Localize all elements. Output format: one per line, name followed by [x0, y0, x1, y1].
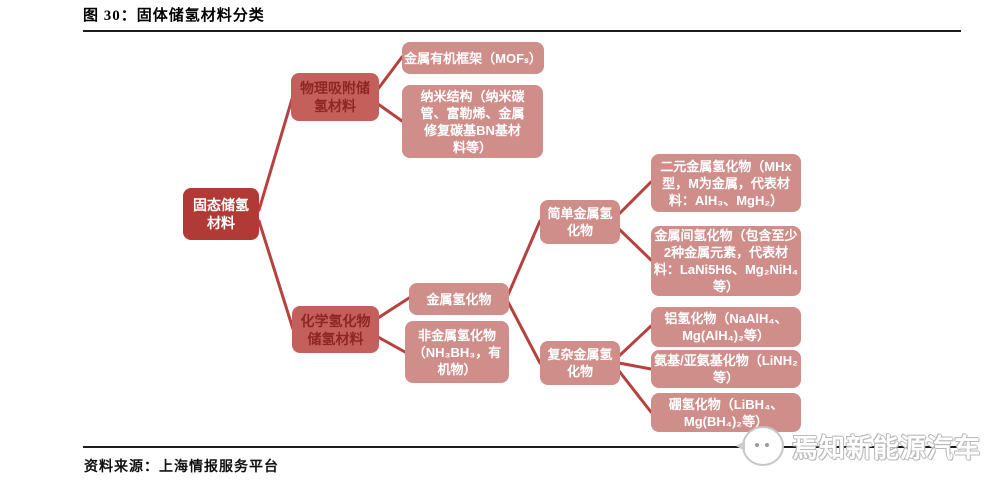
- watermark-text: 焉知新能源汽车: [792, 432, 982, 463]
- connector-root-chemical: [257, 219, 295, 331]
- connector-metal-complex: [506, 300, 542, 365]
- node-complex-metal-hydride: 复杂金属氢化物: [540, 341, 620, 385]
- connector-complex-alanate: [617, 324, 653, 358]
- node-nanostructure: 纳米结构（纳米碳管、富勒烯、金属修复碳基BN基材料等）: [402, 85, 543, 158]
- connector-root-physical: [257, 97, 294, 212]
- mascot-beak: [736, 441, 745, 451]
- node-binary-metal-hydride: 二元金属氢化物（MHx型，M为金属，代表材料：AlH₃、MgH₂）: [651, 154, 801, 212]
- node-solid-hydrogen-storage-root: 固态储氢材料: [183, 188, 259, 240]
- node-intermetallic-hydride: 金属间氢化物（包含至少2种金属元素，代表材料：LaNi5H6、Mg₂NiH₄等）: [651, 226, 801, 296]
- figure-title: 图 30：固体储氢材料分类: [83, 8, 265, 24]
- node-mof: 金属有机框架（MOFₛ）: [402, 42, 544, 74]
- connector-complex-amide: [617, 361, 653, 371]
- node-amide-imide: 氨基/亚氨基化物（LiNH₂等）: [651, 350, 801, 388]
- footer-divider: [83, 446, 961, 448]
- mascot-left-eye: [755, 443, 759, 447]
- source-note: 资料来源：上海情报服务平台: [84, 458, 279, 474]
- node-chemical-hydride: 化学氢化物储氢材料: [292, 306, 379, 353]
- watermark-logo: 焉知新能源汽车: [736, 426, 982, 466]
- connector-metal-simple: [506, 219, 542, 297]
- connector-simple-binary: [617, 180, 653, 216]
- connector-chemical-nonmetal: [376, 335, 407, 354]
- connector-chemical-metal: [376, 296, 411, 320]
- node-physical-adsorption: 物理吸附储氢材料: [291, 73, 379, 121]
- connector-simple-intermetallic: [617, 227, 653, 262]
- connector-complex-borohydride: [617, 369, 653, 414]
- node-nonmetal-hydride: 非金属氢化物（NH₃BH₃，有机物）: [405, 321, 509, 383]
- node-metal-hydride: 金属氢化物: [409, 283, 509, 315]
- node-borohydride: 硼氢化物（LiBH₄、Mg(BH₄)₂等）: [651, 393, 801, 432]
- connector-physical-mof: [376, 55, 404, 91]
- watermark-mascot-icon: [736, 426, 784, 466]
- node-alanate: 铝氢化物（NaAlH₄、Mg(AlH₄)₂等）: [651, 307, 801, 347]
- node-simple-metal-hydride: 简单金属氢化物: [540, 200, 620, 244]
- title-divider: [83, 30, 961, 32]
- mascot-right-eye: [765, 443, 769, 447]
- connector-physical-nano: [376, 102, 404, 123]
